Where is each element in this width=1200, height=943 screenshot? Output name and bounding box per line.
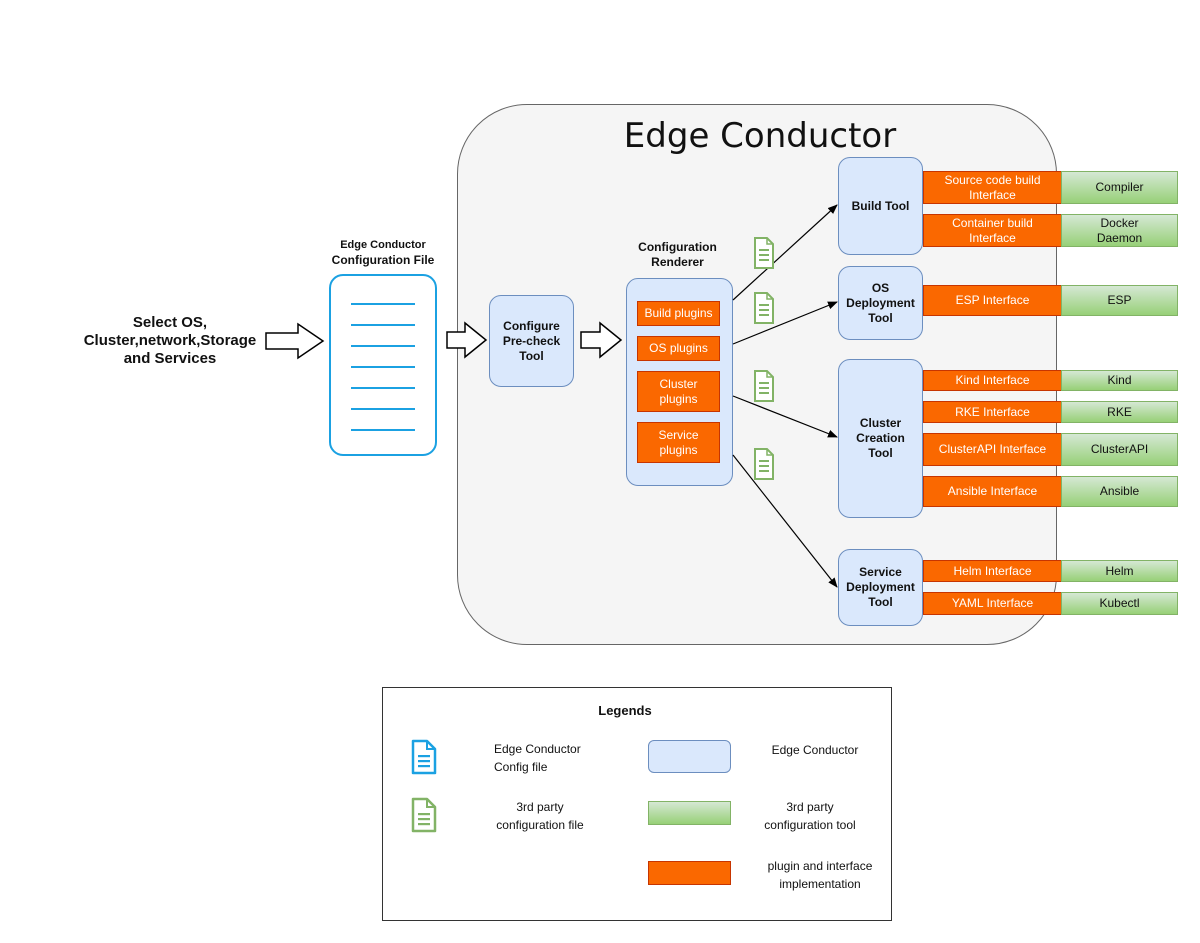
cluster-creation-tool-box: Cluster Creation Tool xyxy=(838,359,923,518)
rke-tool: RKE xyxy=(1061,401,1178,423)
legend-title: Legends xyxy=(598,702,652,718)
legend-plugin-line2: implementation xyxy=(779,877,861,891)
arrow-to-service-tool xyxy=(732,454,838,588)
helm-tool: Helm xyxy=(1061,560,1178,582)
kind-interface: Kind Interface xyxy=(923,370,1062,391)
os-deployment-tool-box: OS Deployment Tool xyxy=(838,266,923,340)
config-file-title: Edge Conductor Configuration File xyxy=(318,238,448,270)
docker-daemon-tool: Docker Daemon xyxy=(1061,214,1178,247)
build-tool-box: Build Tool xyxy=(838,157,923,255)
edge-conductor-config-file-icon xyxy=(329,274,437,456)
legend-edge-conductor-swatch xyxy=(648,740,731,773)
arrow-to-os-tool xyxy=(732,301,838,345)
renderer-title: Configuration Renderer xyxy=(638,240,717,269)
helm-interface: Helm Interface xyxy=(923,560,1062,582)
esp-tool: ESP xyxy=(1061,285,1178,316)
precheck-tool-box: Configure Pre-check Tool xyxy=(489,295,574,387)
cluster-plugins-box: Cluster plugins xyxy=(637,371,720,412)
arrow-to-build-tool xyxy=(732,204,838,301)
clusterapi-interface: ClusterAPI Interface xyxy=(923,433,1062,466)
service-plugins-box: Service plugins xyxy=(637,422,720,463)
third-party-config-file-icon xyxy=(754,370,774,402)
config-file-title-line1: Edge Conductor xyxy=(340,239,426,251)
legend-third-party-config-label: 3rd party configuration file xyxy=(470,798,610,838)
legend-third-party-tool-line1: 3rd party xyxy=(786,800,834,814)
legend-third-party-tool-line2: configuration tool xyxy=(764,818,856,832)
legend-third-party-tool-label: 3rd party configuration tool xyxy=(740,798,880,838)
block-arrow-input xyxy=(265,322,325,360)
third-party-config-file-icon xyxy=(754,448,774,480)
container-build-interface: Container build Interface xyxy=(923,214,1062,247)
legend-ec-config-line1: Edge Conductor xyxy=(494,742,581,756)
legend-third-party-config-line2: configuration file xyxy=(496,818,584,832)
arrow-to-cluster-tool xyxy=(732,395,838,438)
yaml-interface: YAML Interface xyxy=(923,592,1062,615)
legend-plugin-label: plugin and interface implementation xyxy=(740,857,900,897)
config-file-title-line2: Configuration File xyxy=(331,253,435,267)
legend-plugin-swatch xyxy=(648,861,731,885)
third-party-config-file-icon xyxy=(754,237,774,269)
clusterapi-tool: ClusterAPI xyxy=(1061,433,1178,466)
source-code-build-interface: Source code build Interface xyxy=(923,171,1062,204)
kubectl-tool: Kubectl xyxy=(1061,592,1178,615)
block-arrow-precheck xyxy=(580,321,623,359)
legend-third-party-config-line1: 3rd party xyxy=(516,800,564,814)
block-arrow-file xyxy=(446,321,488,359)
kind-tool: Kind xyxy=(1061,370,1178,391)
third-party-config-file-legend-icon xyxy=(411,797,437,833)
diagram-title: Edge Conductor xyxy=(623,116,897,156)
input-selection-text: Select OS, Cluster,network,Storage and S… xyxy=(83,314,257,367)
compiler-tool: Compiler xyxy=(1061,171,1178,204)
os-plugins-box: OS plugins xyxy=(637,336,720,361)
legend-third-party-tool-swatch xyxy=(648,801,731,825)
rke-interface: RKE Interface xyxy=(923,401,1062,423)
edge-conductor-config-file-legend-icon xyxy=(411,739,437,775)
legend-edge-conductor-label: Edge Conductor xyxy=(771,743,859,757)
ansible-tool: Ansible xyxy=(1061,476,1178,507)
third-party-config-file-icon xyxy=(754,292,774,324)
legend-plugin-line1: plugin and interface xyxy=(767,859,873,873)
build-plugins-box: Build plugins xyxy=(637,301,720,326)
service-deployment-tool-box: Service Deployment Tool xyxy=(838,549,923,626)
legend-box xyxy=(382,687,892,921)
legend-ec-config-file-label: Edge Conductor Config file xyxy=(494,740,634,780)
legend-ec-config-line2: Config file xyxy=(494,760,548,774)
